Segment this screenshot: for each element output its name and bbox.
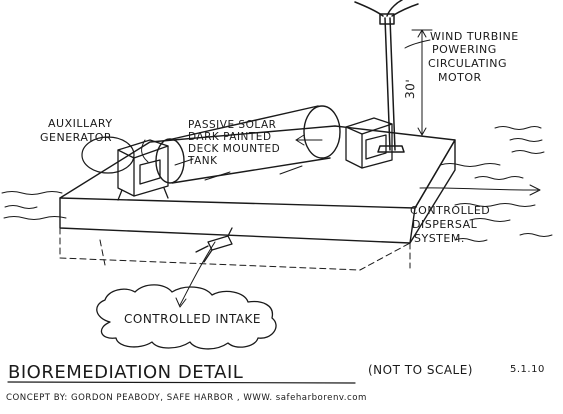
scale-note: (NOT TO SCALE) (368, 363, 473, 377)
water-surface-lines (1, 126, 553, 242)
diagram-date: 5.1.10 (510, 364, 545, 375)
dispersal-label: CONTROLLED DISPERSAL SYSTEM. (410, 204, 494, 245)
dispersal-label-line1: CONTROLLED (410, 204, 490, 217)
submerged-outline (59, 227, 411, 271)
intake-cloud (96, 284, 277, 350)
solar-tank (155, 105, 341, 184)
dispersal-label-line3: SYSTEM. (414, 232, 465, 245)
title-underline (7, 381, 356, 384)
intake-label: CONTROLLED INTAKE (124, 312, 261, 326)
concept-credit: CONCEPT BY: GORDON PEABODY, SAFE HARBOR … (6, 393, 367, 403)
solar-tank-label-line3: DECK MOUNTED (188, 143, 280, 155)
aux-generator-label: AUXILLARY GENERATOR (40, 117, 117, 144)
solar-tank-label-line1: PASSIVE SOLAR (188, 119, 276, 131)
wind-turbine (354, 0, 419, 153)
wind-turbine-label-line3: CIRCULATING (428, 57, 507, 70)
aux-generator-label-line1: AUXILLARY (48, 117, 113, 130)
height-dimension (411, 29, 433, 136)
diagram-title: BIOREMEDIATION DETAIL (8, 362, 243, 383)
wind-turbine-label-line1: WIND TURBINE (430, 30, 519, 43)
wind-turbine-label: WIND TURBINE POWERING CIRCULATING MOTOR (428, 30, 523, 84)
solar-tank-label: PASSIVE SOLAR DARK PAINTED DECK MOUNTED … (187, 119, 284, 167)
generator-bubble (81, 136, 135, 174)
auxiliary-generator (117, 139, 169, 201)
wind-turbine-label-line4: MOTOR (438, 71, 482, 84)
solar-tank-label-line2: DARK PAINTED (188, 131, 272, 143)
intake-nozzle (195, 227, 233, 263)
circulating-motor (345, 117, 393, 169)
dispersal-label-line2: DISPERSAL (412, 218, 478, 231)
solar-tank-label-line4: TANK (187, 155, 218, 167)
height-label: 30' (403, 79, 418, 100)
wind-turbine-label-line2: POWERING (432, 43, 497, 56)
aux-generator-label-line2: GENERATOR (40, 131, 112, 144)
